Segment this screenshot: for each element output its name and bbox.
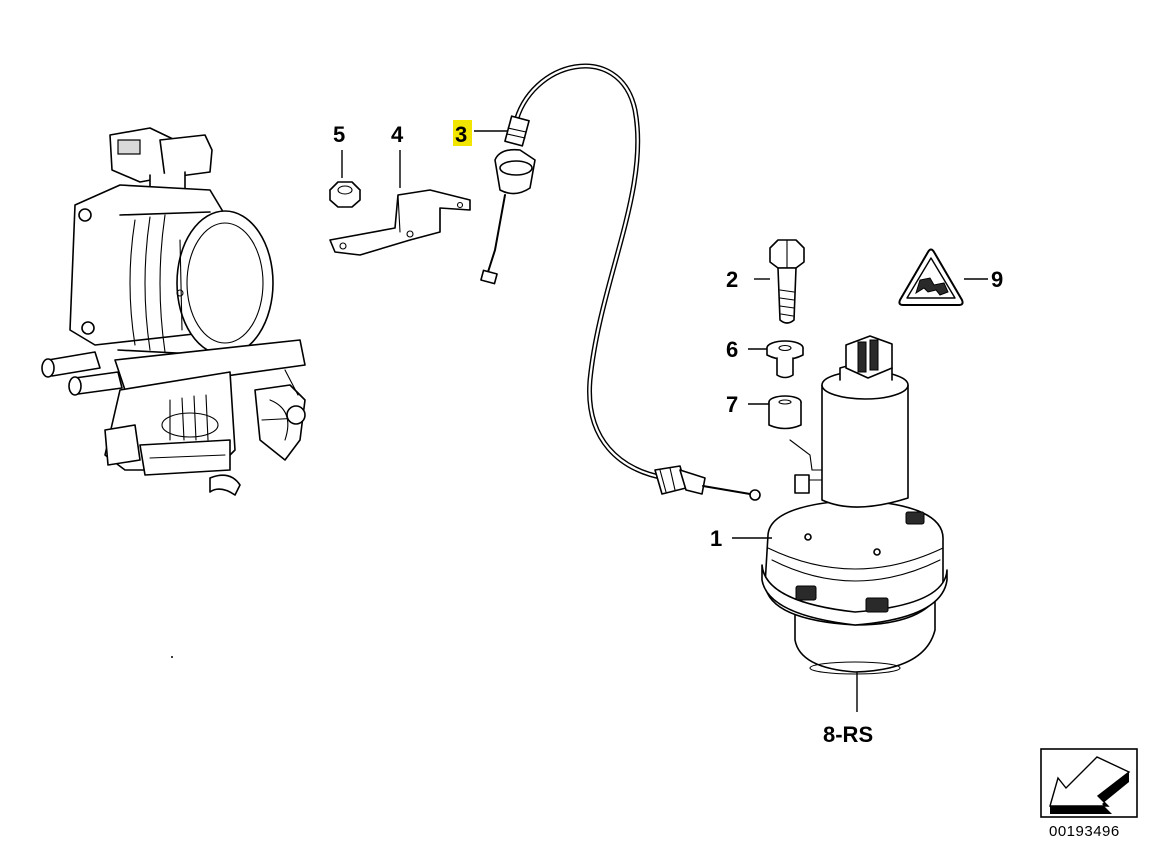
rubber-mount-part-7: [768, 395, 802, 430]
callout-5: 5: [333, 122, 345, 147]
callout-3-highlight: [453, 120, 472, 146]
callout-6: 6: [726, 337, 738, 362]
callout-4: 4: [391, 122, 404, 147]
bracket-part-4: [329, 189, 471, 256]
bolt-part-2: [769, 239, 805, 324]
callout-7: 7: [726, 392, 738, 417]
callout-8-rs: 8-RS: [823, 722, 873, 747]
throttle-body-drawing: [41, 127, 306, 496]
callout-3: 3: [455, 122, 467, 147]
bushing-part-6: [766, 340, 804, 379]
callout-9: 9: [991, 267, 1003, 292]
cable-part-3: [480, 63, 761, 501]
nut-part-5: [329, 181, 361, 208]
actuator-part-1: [761, 335, 948, 675]
callout-1: 1: [710, 526, 722, 551]
callout-2: 2: [726, 267, 738, 292]
warning-triangle-icon: [898, 248, 964, 306]
diagram-reference-number: 00193496: [1049, 823, 1120, 840]
navigation-arrow-icon[interactable]: [1040, 748, 1138, 818]
stray-dot: [171, 656, 173, 658]
